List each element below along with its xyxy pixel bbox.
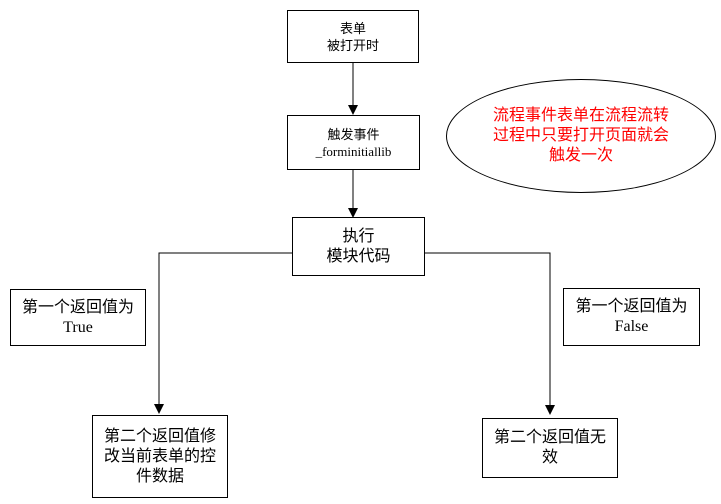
node-second-return-invalid-line1: 第二个返回值无 <box>493 429 606 446</box>
node-second-return-modify: 第二个返回值修 改当前表单的控 件数据 <box>92 415 228 498</box>
node-execute-module-line2: 模块代码 <box>326 247 391 265</box>
node-form-open-line1: 表单 <box>339 20 366 36</box>
node-first-return-false-line2: False <box>614 318 649 335</box>
note-ellipse-line2: 过程中只要打开页面就会 <box>492 127 669 144</box>
arrow-execute-to-second-return-modify <box>154 252 292 414</box>
node-second-return-modify-line1: 第二个返回值修 <box>103 427 216 445</box>
node-form-open: 表单 被打开时 <box>287 10 419 63</box>
arrow-trigger-event-to-execute <box>348 170 358 218</box>
node-trigger-event-line1: 触发事件 <box>327 126 380 142</box>
node-execute-module: 执行 模块代码 <box>292 217 425 276</box>
node-first-return-true-line1: 第一个返回值为 <box>21 298 134 316</box>
arrow-form-open-to-trigger-event <box>348 63 358 115</box>
node-first-return-false-line1: 第一个返回值为 <box>575 298 688 315</box>
arrow-execute-to-second-return-invalid <box>425 252 555 415</box>
node-second-return-modify-line2: 改当前表单的控 <box>103 447 216 465</box>
node-first-return-true-line2: True <box>63 318 93 336</box>
node-trigger-event-line2: _forminitiallib <box>315 143 392 159</box>
node-first-return-false: 第一个返回值为 False <box>563 288 700 346</box>
node-second-return-invalid-line2: 效 <box>541 449 558 466</box>
note-ellipse-line1: 流程事件表单在流程流转 <box>492 107 669 124</box>
node-form-open-line2: 被打开时 <box>326 37 379 53</box>
node-second-return-modify-line3: 件数据 <box>135 467 184 485</box>
node-second-return-invalid: 第二个返回值无 效 <box>482 418 618 478</box>
note-ellipse: 流程事件表单在流程流转 过程中只要打开页面就会 触发一次 <box>446 79 716 193</box>
node-execute-module-line1: 执行 <box>342 227 375 245</box>
node-first-return-true: 第一个返回值为 True <box>10 289 146 346</box>
node-trigger-event: 触发事件 _forminitiallib <box>287 115 420 170</box>
note-ellipse-line3: 触发一次 <box>548 147 613 164</box>
